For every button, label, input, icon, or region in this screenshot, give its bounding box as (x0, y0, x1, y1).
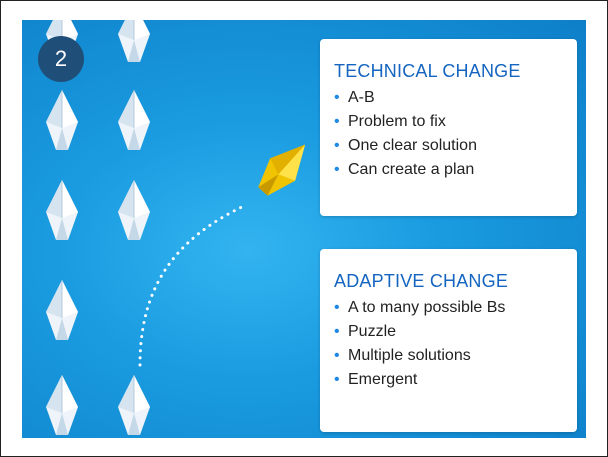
adaptive-list-item: A to many possible Bs (334, 296, 505, 320)
paper-boat-icon (45, 374, 79, 436)
slide-number-badge: 2 (38, 36, 84, 82)
paper-boat-icon (45, 279, 79, 341)
technical-list-item: Problem to fix (334, 110, 477, 134)
paper-boat-icon (117, 20, 151, 63)
adaptive-change-title: ADAPTIVE CHANGE (334, 271, 509, 291)
technical-list-item: Can create a plan (334, 158, 477, 182)
technical-change-title: TECHNICAL CHANGE (334, 61, 521, 81)
dotted-path (138, 204, 246, 367)
paper-boat-icon (117, 89, 151, 151)
paper-boat-icon (45, 89, 79, 151)
technical-change-list: A-BProblem to fixOne clear solutionCan c… (334, 86, 477, 182)
technical-list-item: A-B (334, 86, 477, 110)
adaptive-change-list: A to many possible BsPuzzleMultiple solu… (334, 296, 505, 392)
yellow-paper-boat-icon (258, 144, 306, 196)
boat-illustration (45, 20, 306, 436)
paper-boat-icon (117, 179, 151, 241)
adaptive-list-item: Multiple solutions (334, 344, 505, 368)
technical-change-card: TECHNICAL CHANGE A-BProblem to fixOne cl… (320, 39, 577, 216)
paper-boat-icon (117, 374, 151, 436)
technical-list-item: One clear solution (334, 134, 477, 158)
slide: 2 TECHNICAL CHANGE A-BProblem to fixOne … (22, 20, 586, 438)
adaptive-list-item: Emergent (334, 368, 505, 392)
paper-boat-icon (45, 179, 79, 241)
adaptive-change-card: ADAPTIVE CHANGE A to many possible BsPuz… (320, 249, 577, 432)
slide-number: 2 (54, 46, 68, 71)
adaptive-list-item: Puzzle (334, 320, 505, 344)
